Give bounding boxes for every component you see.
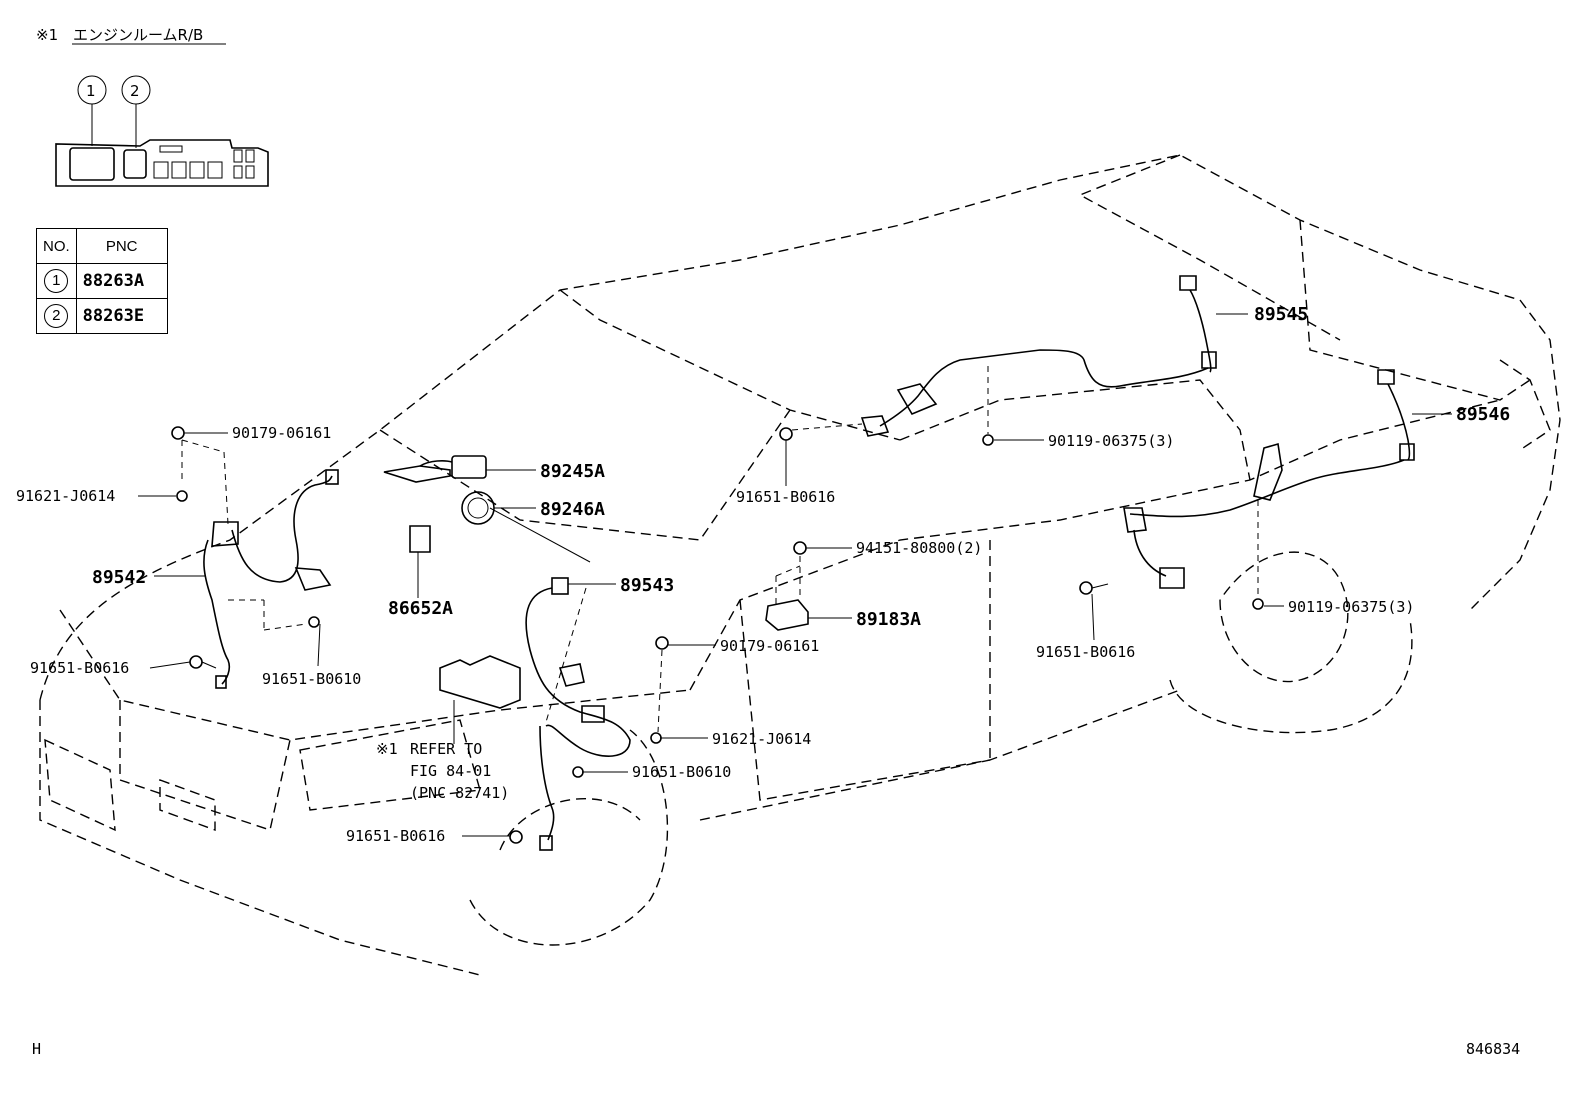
label-86652a: 86652A: [388, 598, 453, 619]
table-header-row: NO. PNC: [36, 228, 168, 264]
pnc-table: NO. PNC 1 88263A 2 88263E: [36, 228, 168, 334]
note-mark: ※1: [36, 26, 58, 44]
harness-89542: [171, 426, 339, 689]
center-parts: [383, 455, 591, 709]
header-no: NO.: [36, 228, 77, 264]
label-91651-b0610-left: 91651-B0610: [262, 670, 361, 688]
footer-left: H: [32, 1040, 41, 1058]
harness-89545: [779, 275, 1217, 446]
table-row: 2 88263E: [36, 298, 168, 334]
note-text: エンジンルームR/B: [73, 26, 203, 44]
label-91651-b0610-center: 91651-B0610: [632, 763, 731, 781]
label-91651-b0616-bottom: 91651-B0616: [346, 827, 445, 845]
leader-lines: [138, 313, 1452, 837]
refer-line-2: FIG 84-01: [410, 762, 491, 780]
row-no: 2: [44, 304, 69, 328]
callout-2: 2: [130, 82, 140, 100]
row-pnc: 88263A: [75, 263, 168, 299]
label-90179-06161-center: 90179-06161: [720, 637, 819, 655]
label-89546: 89546: [1456, 404, 1510, 425]
label-91651-b0616-center: 91651-B0616: [736, 488, 835, 506]
label-89543: 89543: [620, 575, 674, 596]
label-91651-b0616-right: 91651-B0616: [1036, 643, 1135, 661]
sensor-89183A: [765, 541, 809, 631]
label-89246a: 89246A: [540, 499, 605, 520]
label-89245a: 89245A: [540, 461, 605, 482]
harness-89546: [1079, 369, 1415, 610]
refer-line-3: (PNC 82741): [410, 784, 509, 802]
callout-1: 1: [86, 82, 96, 100]
table-row: 1 88263A: [36, 263, 168, 299]
harness-89543: [509, 577, 669, 851]
label-89542: 89542: [92, 567, 146, 588]
row-no: 1: [44, 269, 69, 293]
label-90119-06375-right: 90119-06375(3): [1288, 598, 1414, 616]
label-90179-06161-top: 90179-06161: [232, 424, 331, 442]
refer-mark: ※1: [376, 740, 398, 758]
relay-box-drawing: 1 2: [55, 75, 269, 187]
label-89545: 89545: [1254, 304, 1308, 325]
label-90119-06375-top: 90119-06375(3): [1048, 432, 1174, 450]
refer-line-1: REFER TO: [410, 740, 482, 758]
header-pnc: PNC: [75, 228, 168, 264]
label-89183a: 89183A: [856, 609, 921, 630]
label-94151-80800: 94151-80800(2): [856, 539, 982, 557]
vehicle-outline: [39, 154, 1561, 976]
label-91621-j0614-left: 91621-J0614: [16, 487, 115, 505]
row-pnc: 88263E: [75, 298, 168, 334]
footer-right: 846834: [1466, 1040, 1520, 1058]
label-91651-b0616-left: 91651-B0616: [30, 659, 129, 677]
label-91621-j0614-center: 91621-J0614: [712, 730, 811, 748]
